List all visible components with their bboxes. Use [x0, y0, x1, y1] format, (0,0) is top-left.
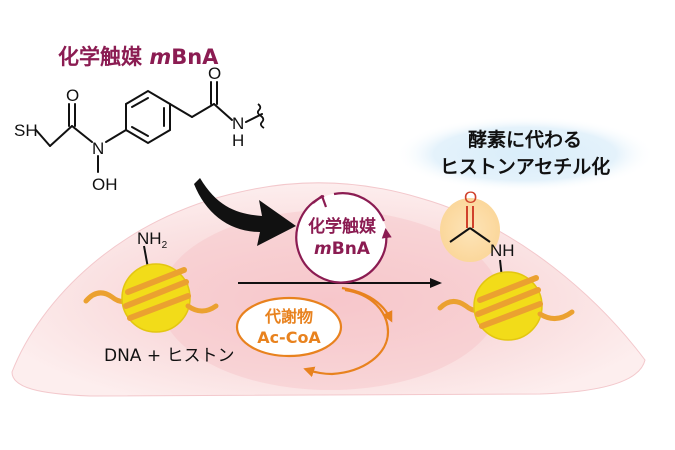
- title-italic: m: [149, 45, 171, 69]
- substrate-amine-sub: 2: [162, 240, 168, 251]
- highlight-cloud: 酵素に代わる ヒストンアセチル化: [395, 116, 655, 192]
- substrate-nucleosome: NH2 DNA + ヒストン: [83, 229, 235, 366]
- title-suffix: BnA: [171, 45, 219, 69]
- atom-oh: OH: [92, 175, 118, 194]
- cloud-line1: 酵素に代わる: [468, 128, 582, 151]
- catalyst-title: 化学触媒 mBnA: [58, 45, 219, 69]
- atom-sh: SH: [14, 121, 38, 140]
- curved-arrow-icon: [194, 178, 296, 246]
- title-prefix: 化学触媒: [58, 45, 149, 69]
- product-amide: NH: [490, 241, 515, 260]
- catalyst-cycle-rest: BnA: [332, 239, 371, 259]
- metabolite-line1: 代謝物: [264, 307, 313, 326]
- substrate-amine-nh: NH: [137, 229, 162, 248]
- substrate-amine: NH2: [137, 229, 168, 251]
- product-nucleosome: O NH: [437, 188, 575, 341]
- atom-nh-h: H: [232, 131, 244, 150]
- atom-o-right: O: [208, 64, 221, 83]
- substrate-label: DNA + ヒストン: [104, 346, 235, 366]
- metabolite-cycle: 代謝物 Ac-CoA: [235, 286, 393, 378]
- atom-n: N: [92, 139, 104, 158]
- atom-nh-n: N: [232, 114, 244, 133]
- atom-o-left: O: [66, 86, 79, 105]
- catalyst-cycle-line2: mBnA: [314, 239, 371, 259]
- catalyst-cycle: 化学触媒 mBnA: [295, 192, 392, 284]
- mbna-structure: [35, 81, 263, 173]
- metabolite-line2: Ac-CoA: [257, 328, 321, 347]
- product-carbonyl-o: O: [464, 188, 477, 207]
- catalyst-cycle-italic: m: [314, 239, 332, 259]
- cloud-line2: ヒストンアセチル化: [440, 155, 611, 178]
- wavy-bond-icon: [256, 103, 265, 129]
- catalyst-cycle-line1: 化学触媒: [308, 216, 377, 237]
